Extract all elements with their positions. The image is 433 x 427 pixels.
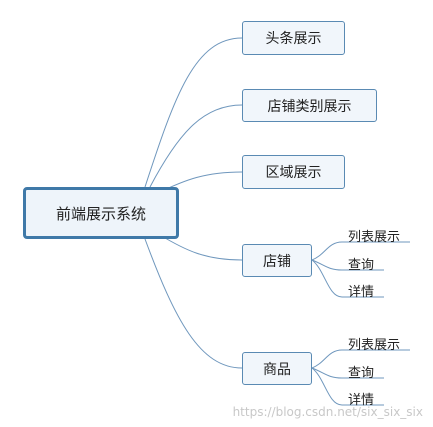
connector-shop-to-list [311,241,410,261]
connector-root-to-shop-category [149,104,243,188]
connector-root-to-headline [144,37,243,188]
leaf-product-query[interactable]: 查询 [348,366,375,381]
connector-shop-to-detail [311,259,384,298]
branch-node-shop[interactable]: 店铺 [242,244,312,277]
root-node[interactable]: 前端展示系统 [23,187,179,239]
connector-product-to-list [311,349,410,369]
branch-node-shop-category[interactable]: 店铺类别展示 [242,89,377,122]
connector-root-to-shop [159,234,243,261]
connector-root-to-product [144,238,243,369]
leaf-shop-query[interactable]: 查询 [348,258,375,273]
connector-product-to-detail [311,367,384,406]
connector-product-to-query [311,367,384,379]
leaf-product-detail[interactable]: 详情 [348,393,375,408]
branch-node-product[interactable]: 商品 [242,352,312,385]
leaf-shop-detail[interactable]: 详情 [348,285,375,300]
branch-node-headline[interactable]: 头条展示 [242,21,345,55]
leaf-product-list[interactable]: 列表展示 [348,338,401,353]
branch-node-area[interactable]: 区域展示 [242,155,345,189]
watermark-text: https://blog.csdn.net/six_six_six [232,405,423,419]
leaf-shop-list[interactable]: 列表展示 [348,230,401,245]
connector-shop-to-query [311,259,384,271]
